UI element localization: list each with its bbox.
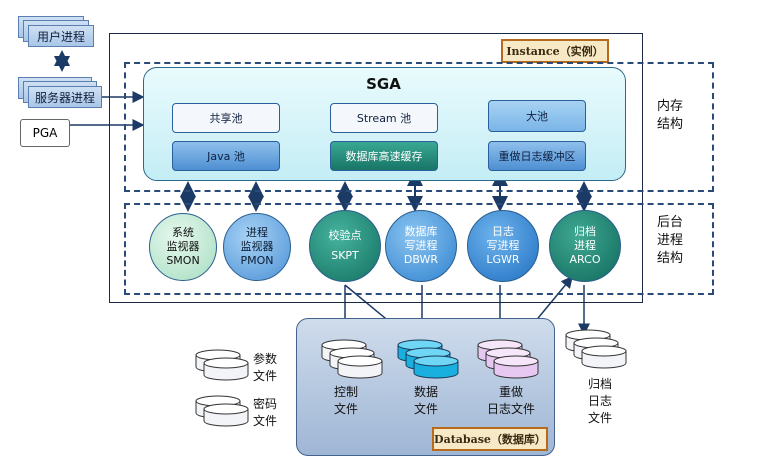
archive-files-label: 归档日志文件	[587, 377, 612, 425]
memory-structure-zone	[124, 62, 714, 192]
archive-log-files-icon	[565, 329, 627, 369]
parameter-files-icon	[195, 349, 249, 381]
sga-title: SGA	[366, 75, 401, 93]
large-pool: 大池	[488, 100, 586, 132]
database-label: Database（数据库）	[432, 427, 548, 451]
db-buffer-cache: 数据库高速缓存	[330, 141, 438, 171]
control-files-label: 控制文件	[333, 385, 358, 416]
control-files-icon	[321, 339, 383, 379]
parameter-files-label: 参数文件	[252, 352, 277, 383]
shared-pool: 共享池	[172, 103, 280, 133]
server-process-box: 服务器进程	[28, 86, 102, 108]
stream-pool: Stream 池	[330, 103, 438, 133]
password-files-icon	[195, 395, 249, 427]
redo-log-files-icon	[477, 339, 539, 379]
java-pool: Java 池	[172, 141, 280, 171]
redo-files-label: 重做日志文件	[486, 385, 535, 416]
memory-structure-label: 内存 结构	[656, 99, 683, 132]
data-files-icon	[397, 339, 459, 379]
server-process-stack: 服务器进程	[18, 77, 102, 109]
instance-frame	[109, 33, 643, 303]
user-process-box: 用户进程	[28, 25, 94, 47]
redo-log-buffer: 重做日志缓冲区	[488, 141, 586, 171]
data-files-label: 数据文件	[413, 385, 438, 416]
password-files-label: 密码文件	[252, 397, 277, 428]
user-process-stack: 用户进程	[18, 16, 94, 47]
pga-box: PGA	[20, 119, 70, 147]
background-process-zone	[124, 203, 714, 295]
background-structure-label: 后台 进程 结构	[656, 215, 683, 266]
